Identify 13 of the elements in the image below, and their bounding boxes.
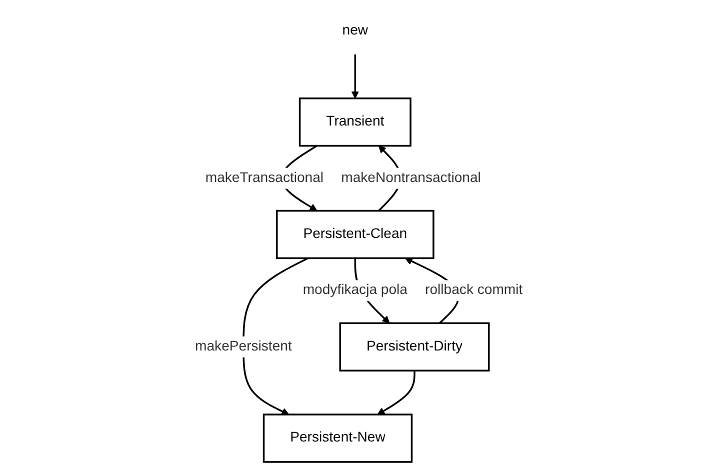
edge-label: modyfikacja pola <box>302 282 408 298</box>
node-box: Persistent-Clean <box>276 210 434 260</box>
edge-label: rollback commit <box>424 282 522 298</box>
node-box: Transient <box>298 98 412 147</box>
arrow <box>376 370 416 415</box>
node-text: new <box>342 22 368 38</box>
edge-label: makeNontransactional <box>340 170 481 186</box>
arrow <box>242 257 308 415</box>
node-box: Persistent-Dirty <box>338 322 490 372</box>
arrow <box>350 54 359 99</box>
node-box: Persistent-New <box>262 414 412 463</box>
edge-label: makeTransactional <box>205 170 324 186</box>
edge-label: makePersistent <box>194 339 292 354</box>
